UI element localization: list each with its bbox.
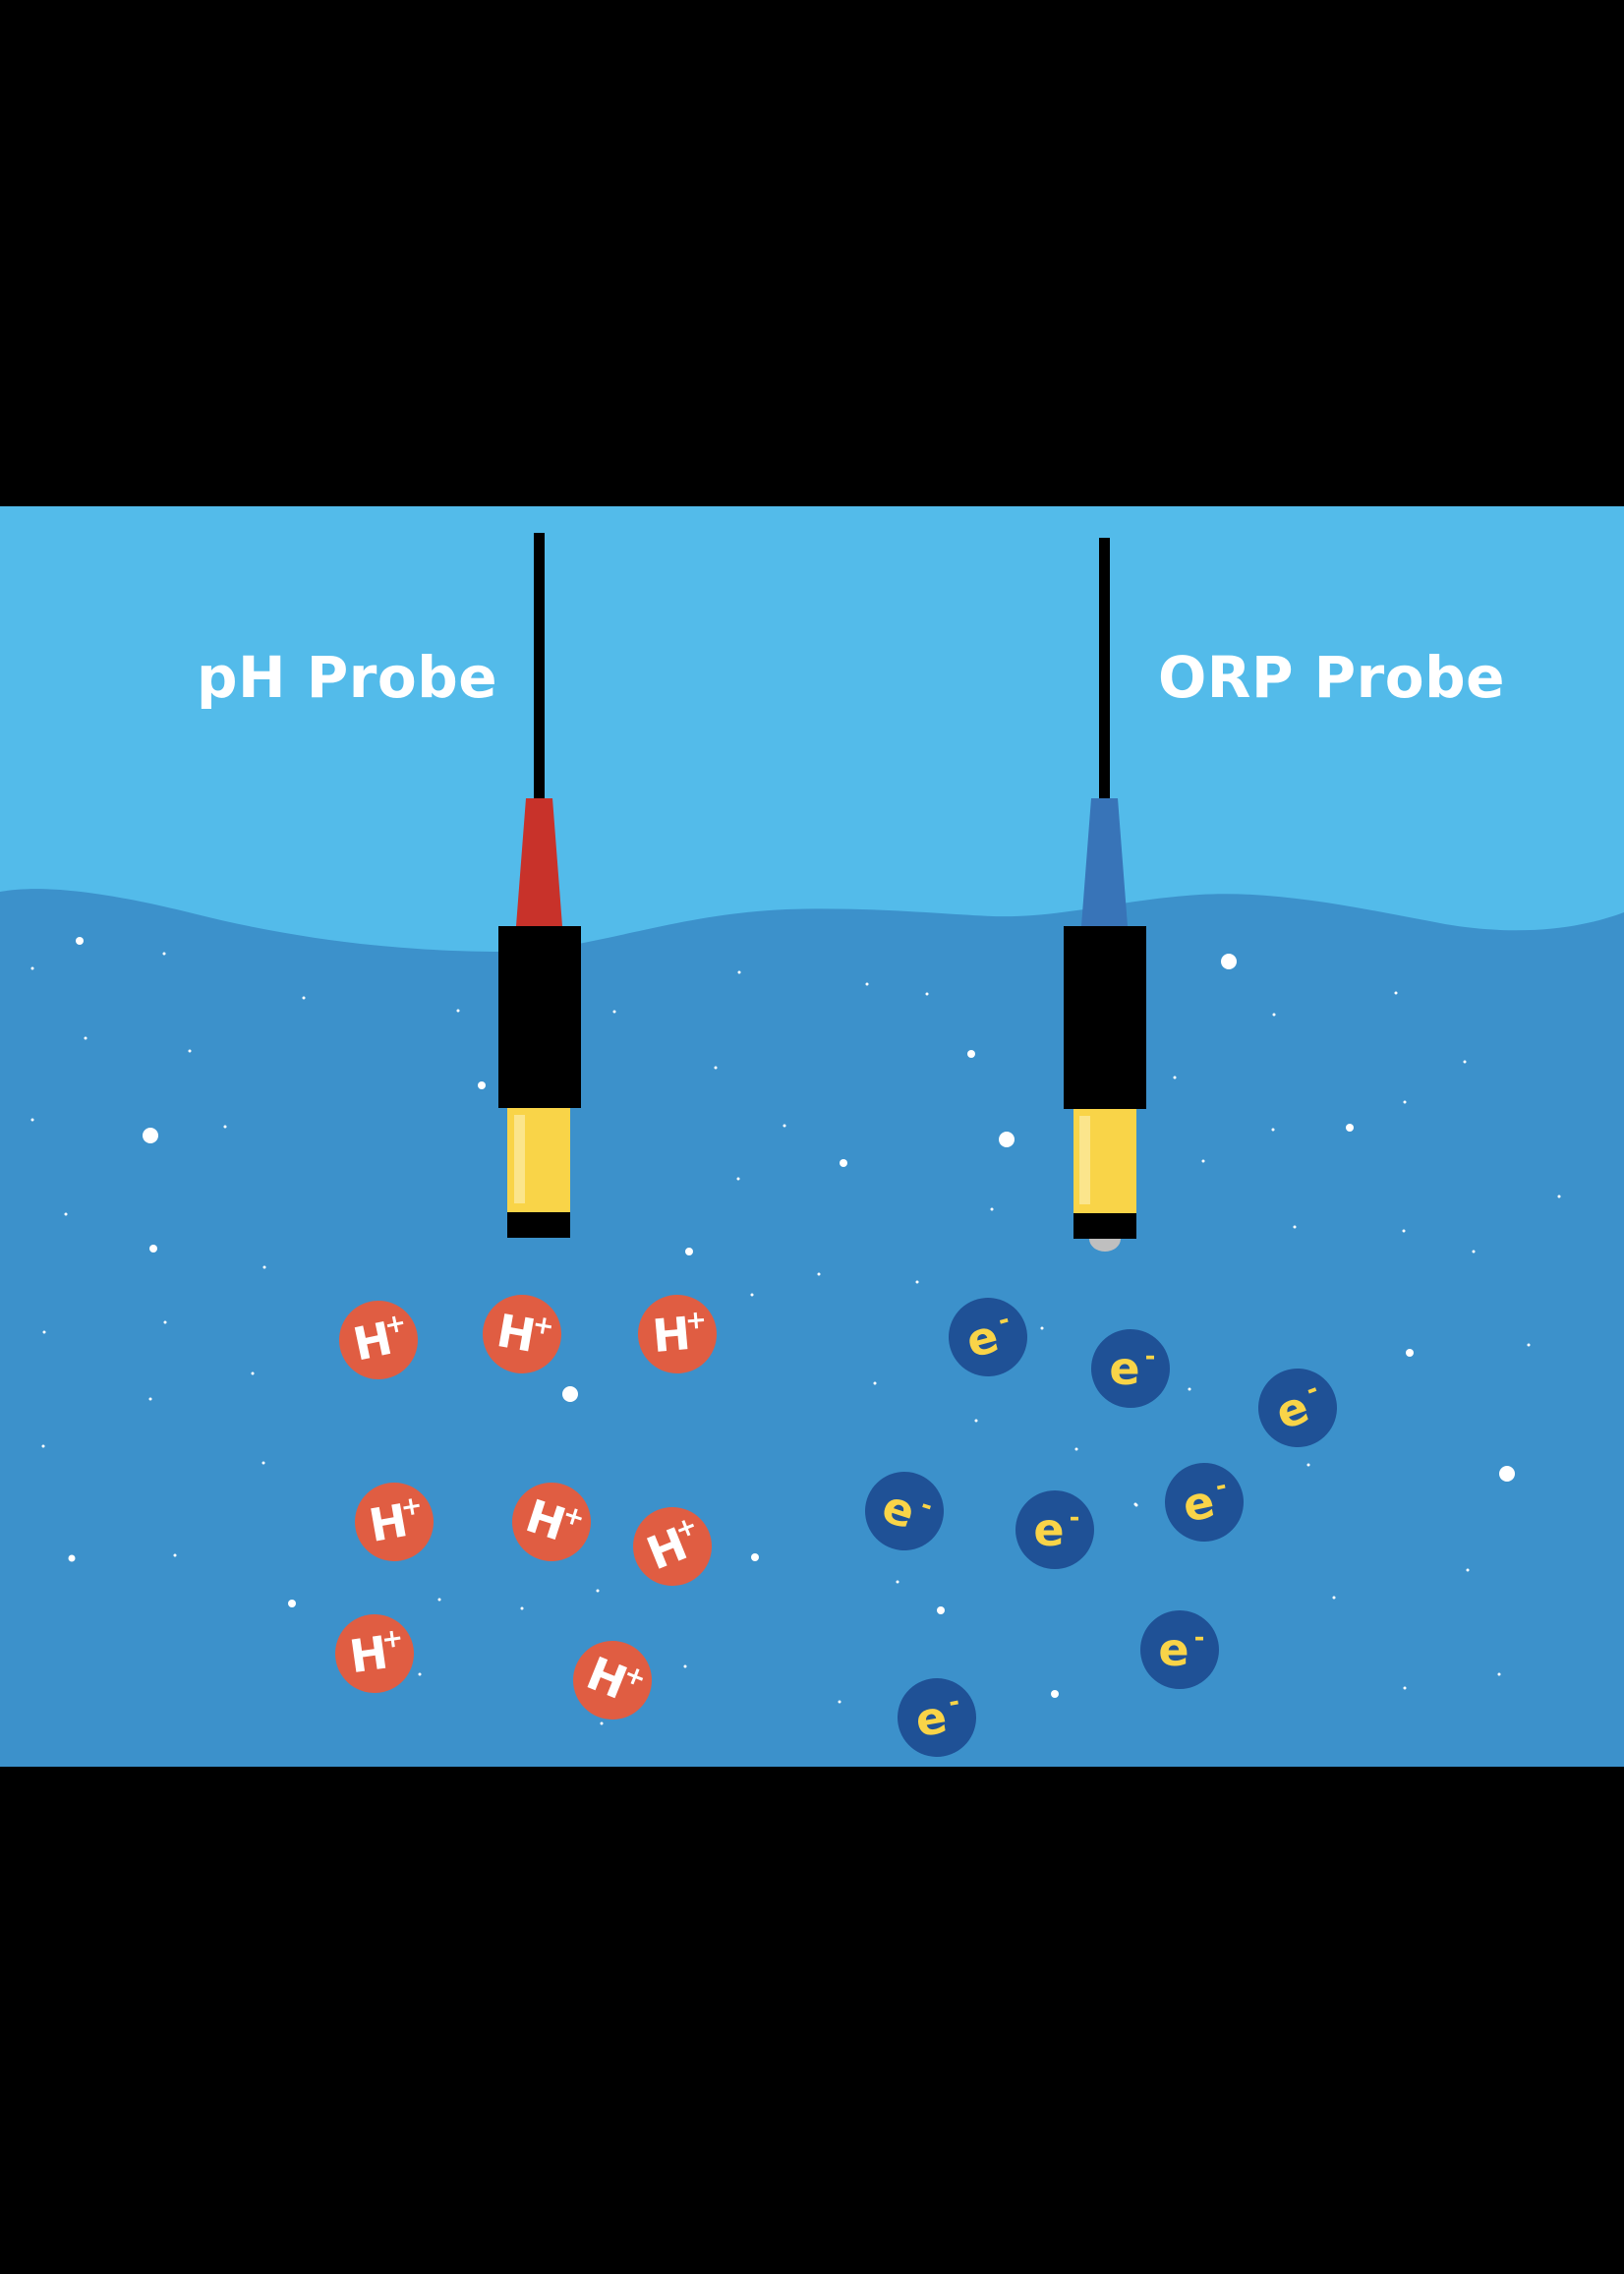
svg-text:-: - — [1145, 1342, 1156, 1371]
ph-probe-body — [498, 926, 581, 1108]
electrons: e-e-e-e-e-e-e-e- — [865, 1298, 1337, 1757]
orp-probe-cap — [1081, 798, 1128, 926]
svg-text:H: H — [650, 1307, 692, 1363]
svg-text:-: - — [1194, 1623, 1205, 1653]
hydrogen-ion: H+ — [512, 1483, 591, 1561]
hydrogen-ion: H+ — [638, 1295, 717, 1373]
electron: e- — [949, 1298, 1027, 1376]
orp-probe — [1064, 538, 1146, 1252]
svg-text:H: H — [346, 1625, 391, 1683]
svg-text:-: - — [1070, 1503, 1080, 1533]
orp-probe-tip — [1073, 1213, 1136, 1239]
svg-text:H: H — [365, 1493, 411, 1552]
svg-text:+: + — [379, 1623, 405, 1656]
ph-probe-cap — [516, 798, 562, 926]
ph-probe — [498, 533, 581, 1238]
orp-probe-title: ORP Probe — [1158, 644, 1505, 711]
probe-comparison-diagram: H+H+H+H+H+H+H+H+ e-e-e-e-e-e-e-e- pH Pro… — [0, 506, 1624, 1767]
svg-text:+: + — [530, 1310, 556, 1342]
hydrogen-ion: H+ — [573, 1641, 652, 1720]
electron: e- — [1258, 1369, 1337, 1447]
svg-text:H: H — [493, 1304, 539, 1363]
ph-probe-cable — [534, 533, 545, 798]
ph-probe-sensor-highlight — [514, 1115, 525, 1203]
diagram-artwork: H+H+H+H+H+H+H+H+ e-e-e-e-e-e-e-e- — [0, 533, 1624, 1767]
hydrogen-ions: H+H+H+H+H+H+H+H+ — [335, 1295, 717, 1720]
svg-text:+: + — [684, 1305, 708, 1336]
bubbles — [30, 937, 1561, 1725]
electron: e- — [898, 1678, 976, 1757]
electron: e- — [1140, 1610, 1219, 1689]
orp-probe-sensor-highlight — [1079, 1116, 1090, 1204]
hydrogen-ion: H+ — [483, 1295, 561, 1373]
orp-probe-electrode-bulb — [1089, 1239, 1121, 1252]
svg-text:e: e — [1158, 1623, 1189, 1676]
electron: e- — [1165, 1463, 1244, 1542]
hydrogen-ion: H+ — [355, 1483, 434, 1561]
svg-text:+: + — [398, 1490, 425, 1523]
electron: e- — [1091, 1329, 1170, 1408]
ph-probe-title: pH Probe — [197, 644, 498, 711]
svg-text:-: - — [947, 1687, 962, 1718]
electron: e- — [1015, 1490, 1094, 1569]
svg-text:e: e — [1033, 1503, 1064, 1556]
hydrogen-ion: H+ — [633, 1507, 712, 1586]
orp-probe-body — [1064, 926, 1146, 1109]
svg-text:e: e — [1109, 1342, 1139, 1395]
ph-probe-tip — [507, 1212, 570, 1238]
orp-probe-cable — [1099, 538, 1110, 798]
hydrogen-ion: H+ — [339, 1301, 418, 1379]
hydrogen-ion: H+ — [335, 1614, 414, 1693]
electron: e- — [865, 1472, 944, 1550]
water — [0, 889, 1624, 1767]
